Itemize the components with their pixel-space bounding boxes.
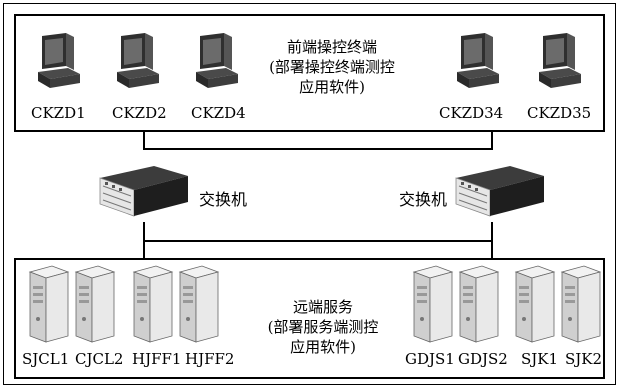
computer-icon xyxy=(537,32,585,90)
computer-icon xyxy=(455,32,503,90)
connector-bottom-left xyxy=(143,222,145,242)
server-icon xyxy=(558,264,604,344)
computer-icon xyxy=(115,32,163,90)
server-label: SJK2 xyxy=(565,350,603,368)
terminal-label: CKZD4 xyxy=(191,104,246,122)
frontend-title-line1: 前端操控终端 xyxy=(286,38,377,56)
server-label: SJK1 xyxy=(521,350,559,368)
connector-top-left xyxy=(143,132,145,150)
server-icon xyxy=(26,264,72,344)
connector-top-right xyxy=(491,132,493,150)
server-icon xyxy=(130,264,176,344)
remote-title-line2: (部署服务端测控 xyxy=(267,318,379,336)
network-switch-icon xyxy=(96,160,192,220)
connector-top-horizontal xyxy=(143,148,493,150)
switch-label-right: 交换机 xyxy=(399,190,448,209)
server-icon xyxy=(176,264,222,344)
frontend-terminal-group xyxy=(14,14,605,132)
connector-to-servers-left xyxy=(143,240,145,258)
server-icon xyxy=(512,264,558,344)
network-switch-icon xyxy=(452,160,548,220)
remote-title-line1: 远端服务 xyxy=(292,298,353,316)
frontend-title-line3: 应用软件) xyxy=(299,78,365,96)
server-icon xyxy=(72,264,118,344)
connector-to-servers-right xyxy=(491,240,493,258)
server-label: SJCL1 xyxy=(22,350,70,368)
computer-icon xyxy=(194,32,242,90)
server-label: GDJS2 xyxy=(458,350,508,368)
server-icon xyxy=(456,264,502,344)
remote-title-line3: 应用软件) xyxy=(290,338,356,356)
terminal-label: CKZD1 xyxy=(31,104,86,122)
remote-group-title: 远端服务 (部署服务端测控 应用软件) xyxy=(248,297,398,357)
server-label: HJFF2 xyxy=(185,350,235,368)
terminal-label: CKZD34 xyxy=(439,104,504,122)
frontend-title-line2: (部署操控终端测控 xyxy=(269,58,395,76)
connector-bottom-right xyxy=(491,222,493,242)
server-label: CJCL2 xyxy=(75,350,124,368)
switch-label-left: 交换机 xyxy=(199,190,248,209)
server-label: HJFF1 xyxy=(132,350,182,368)
computer-icon xyxy=(36,32,84,90)
terminal-label: CKZD35 xyxy=(527,104,592,122)
server-icon xyxy=(410,264,456,344)
terminal-label: CKZD2 xyxy=(112,104,167,122)
server-label: GDJS1 xyxy=(405,350,455,368)
frontend-group-title: 前端操控终端 (部署操控终端测控 应用软件) xyxy=(262,37,402,97)
connector-bottom-horizontal xyxy=(143,240,493,242)
